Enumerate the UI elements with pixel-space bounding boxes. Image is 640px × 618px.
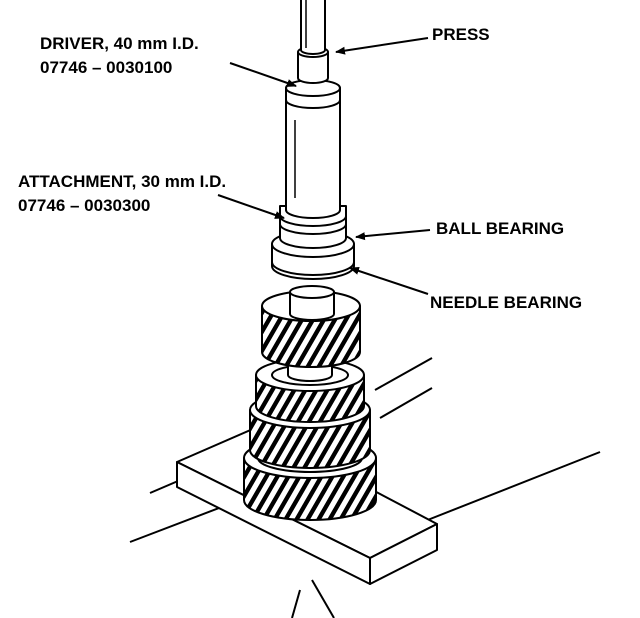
leader-attachment [217, 194, 285, 219]
lower-gear-stack [243, 358, 377, 521]
driver-label-name: DRIVER, 40 mm I.D. [40, 34, 199, 53]
attachment-label-name: ATTACHMENT, 30 mm I.D. [18, 172, 227, 191]
driver [285, 79, 341, 219]
press-ram [297, 0, 329, 84]
leader-press [335, 37, 429, 55]
press-label: PRESS [432, 25, 490, 44]
needle-bearing-label: NEEDLE BEARING [430, 293, 583, 312]
leader-driver [229, 62, 297, 87]
leader-needle-bearing [349, 267, 429, 295]
leader-ball-bearing [355, 229, 431, 241]
ball-bearing-label: BALL BEARING [436, 219, 565, 238]
upper-gear [261, 290, 361, 368]
needle-bearing [289, 285, 335, 321]
attachment-label-partno: 07746 – 0030300 [18, 196, 151, 215]
driver-label-partno: 07746 – 0030100 [40, 58, 173, 77]
